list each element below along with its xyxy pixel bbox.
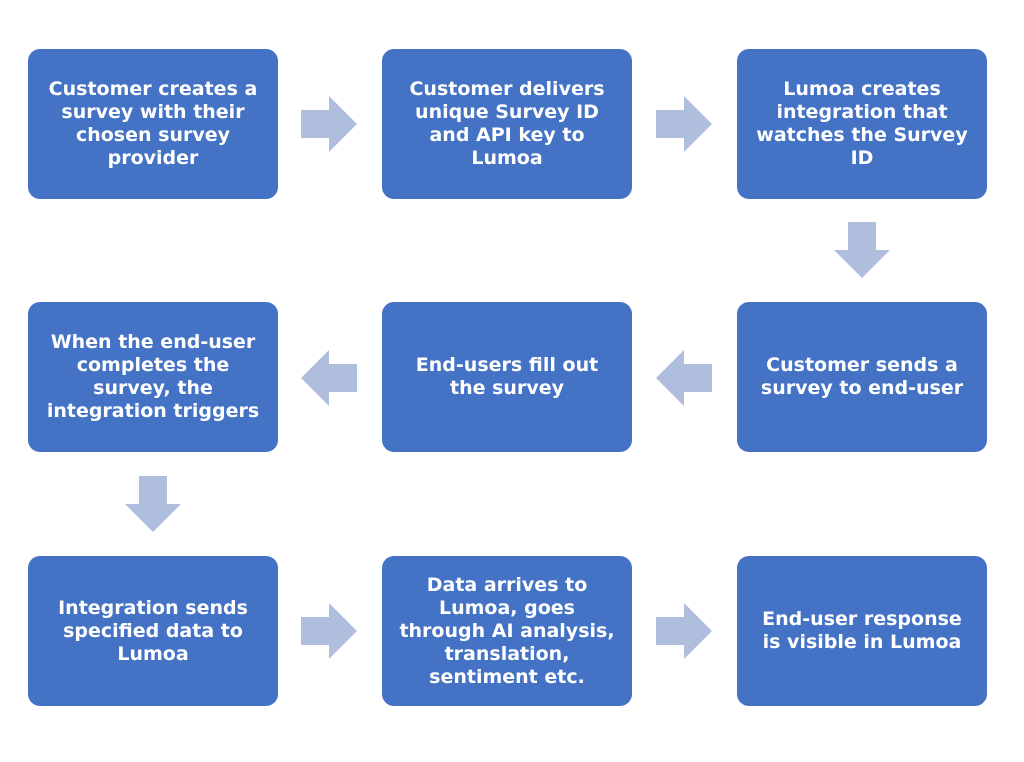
step-6-label: When the end-user completes the survey, … [46,331,260,422]
step-4-label: Customer sends a survey to end-user [760,354,964,399]
step-6-integration-triggers: When the end-user completes the survey, … [28,302,278,452]
arrow-left-icon [656,350,712,406]
arrow-left-icon [301,350,357,406]
step-8-data-arrives-lumoa: Data arrives to Lumoa, goes through AI a… [382,556,632,706]
step-4-customer-sends-survey: Customer sends a survey to end-user [737,302,987,452]
arrow-right-icon [656,603,712,659]
step-9-response-visible: End-user response is visible in Lumoa [737,556,987,706]
step-2-customer-delivers-id: Customer delivers unique Survey ID and A… [382,49,632,199]
arrow-right-icon [301,96,357,152]
step-7-label: Integration sends specified data to Lumo… [58,596,248,665]
step-5-label: End-users fill out the survey [415,354,599,399]
step-3-label: Lumoa creates integration that watches t… [756,78,968,169]
arrow-down-icon [834,222,890,278]
step-8-label: Data arrives to Lumoa, goes through AI a… [399,573,615,688]
step-1-label: Customer creates a survey with their cho… [48,78,258,169]
arrow-down-icon [125,476,181,532]
step-7-integration-sends-data: Integration sends specified data to Lumo… [28,556,278,706]
step-9-label: End-user response is visible in Lumoa [762,608,962,653]
arrow-right-icon [301,603,357,659]
step-2-label: Customer delivers unique Survey ID and A… [409,78,605,169]
step-3-lumoa-creates-integration: Lumoa creates integration that watches t… [737,49,987,199]
step-5-end-users-fill-survey: End-users fill out the survey [382,302,632,452]
arrow-right-icon [656,96,712,152]
step-1-customer-creates-survey: Customer creates a survey with their cho… [28,49,278,199]
